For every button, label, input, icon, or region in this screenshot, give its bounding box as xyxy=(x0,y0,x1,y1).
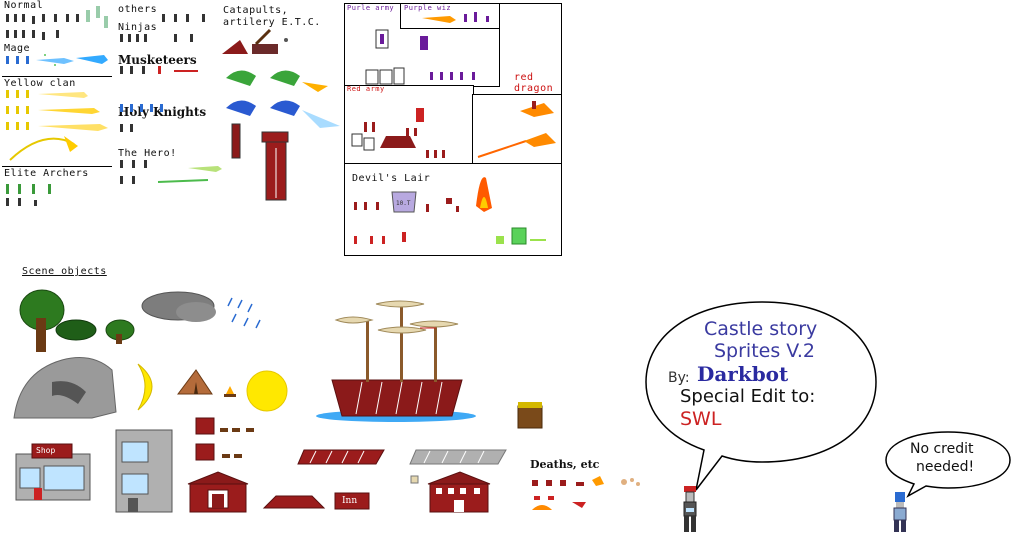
label-musketeers: Musketeers xyxy=(118,53,197,67)
label-elite-archers: Elite Archers xyxy=(4,168,89,179)
mage-units-sprites xyxy=(6,54,108,66)
title-speech-bubble xyxy=(645,301,877,491)
inn-sign-text: Inn xyxy=(342,496,358,506)
label-ninjas: Ninjas xyxy=(118,22,158,33)
catapults-sprites xyxy=(222,28,340,128)
small-box-sprite xyxy=(410,475,419,484)
credit-line1: No credit xyxy=(910,441,974,457)
label-purple-wiz: Purple wiz xyxy=(404,4,452,12)
ship-sprite xyxy=(316,300,476,422)
by-label: By: xyxy=(668,370,690,386)
label-red: red xyxy=(514,72,534,83)
label-the-hero: The Hero! xyxy=(118,148,177,159)
tent-sprite xyxy=(177,369,213,395)
tower-sprite xyxy=(231,123,289,201)
credit-line2: needed! xyxy=(916,459,975,475)
crate-sprite xyxy=(517,402,543,429)
label-catapults: Catapults, xyxy=(223,5,289,16)
purple-army-sprites xyxy=(365,12,489,85)
label-devils-lair: Devil's Lair xyxy=(352,173,431,184)
shop-sign-text: Shop xyxy=(36,446,56,455)
cloud-rain-sprite xyxy=(141,291,261,329)
label-purple-army: Purle army xyxy=(347,4,395,12)
office-building xyxy=(115,429,173,513)
title-line2: Sprites V.2 xyxy=(714,340,815,362)
swl-character xyxy=(893,492,907,532)
credit-speech-bubble xyxy=(885,431,1011,498)
inn-sign xyxy=(334,492,370,510)
divider xyxy=(2,76,112,77)
title-line1: Castle story xyxy=(704,318,818,340)
roof-sprite-1 xyxy=(297,449,385,465)
elite-archers-sprites xyxy=(6,184,51,206)
special-edit-label: Special Edit to: xyxy=(680,386,816,407)
trees-sprite xyxy=(19,289,135,352)
divider xyxy=(2,166,112,167)
darkbot-character xyxy=(683,486,697,532)
roof-sprite-2 xyxy=(409,449,507,465)
middle-units-sprites xyxy=(120,14,222,184)
label-normal: Normal xyxy=(4,0,44,11)
campfire-sprite xyxy=(224,386,236,397)
label-others: others xyxy=(118,4,158,15)
tower-sign: 10.T xyxy=(396,200,411,207)
yellow-clan-sprites xyxy=(6,90,108,161)
red-dragon-sprites xyxy=(477,101,556,158)
label-yellow-clan: Yellow clan xyxy=(4,78,76,89)
moon-sprite xyxy=(137,363,153,411)
sun-sprite xyxy=(246,370,288,412)
cave-sprite xyxy=(13,357,117,419)
red-army-sprites xyxy=(351,108,445,158)
label-artillery-text: artilery E.T.C. xyxy=(223,17,321,28)
flat-roof-sprite xyxy=(262,495,326,509)
label-red-army: Red army xyxy=(347,85,385,93)
label-deaths: Deaths, etc xyxy=(530,458,600,471)
normal-units-sprites xyxy=(6,6,108,40)
house-building xyxy=(427,471,491,513)
devils-lair-sprites xyxy=(354,177,546,245)
deaths-sprites xyxy=(532,476,640,510)
author-name: Darkbot xyxy=(697,362,789,386)
barn-building xyxy=(187,471,249,513)
stable-sprites xyxy=(195,417,254,461)
label-dragon: dragon xyxy=(514,83,554,94)
shop-building xyxy=(15,443,91,501)
edit-name: SWL xyxy=(680,408,722,430)
label-scene-objects: Scene objects xyxy=(22,266,107,277)
label-mage: Mage xyxy=(4,43,31,54)
